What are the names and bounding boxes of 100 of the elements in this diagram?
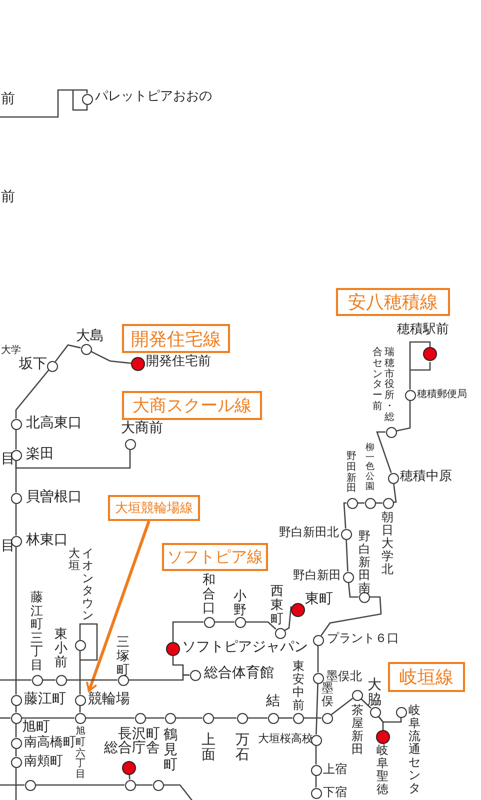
stop-name: 貝曽根口	[26, 490, 82, 506]
stop-name: 東町	[305, 592, 333, 608]
route-line	[128, 674, 190, 681]
route-line	[320, 596, 382, 636]
stop-circle	[370, 706, 380, 718]
stop-circle	[342, 572, 354, 582]
terminal-dot	[166, 642, 180, 656]
stop-circle	[310, 734, 322, 746]
route-line	[172, 621, 204, 642]
route-line	[316, 683, 318, 735]
stop-circle	[80, 344, 92, 354]
stop-circle	[10, 492, 22, 504]
stop-circle	[352, 690, 362, 700]
stop-name: 大垣桜高校	[258, 733, 313, 746]
stop-circle	[74, 712, 86, 724]
stop-circle	[396, 706, 406, 718]
route-line	[214, 717, 236, 719]
stop-name: 大商前	[121, 421, 163, 436]
stop-circle	[190, 670, 200, 680]
stop-name: 和合口	[202, 574, 216, 616]
route-line	[348, 582, 358, 598]
terminal-dot	[122, 761, 136, 775]
stop-circle	[268, 712, 278, 724]
stop-name: ソフトピアジャパン	[182, 640, 308, 656]
route-line	[15, 430, 17, 450]
route-line	[42, 679, 56, 681]
route-line	[15, 450, 131, 469]
stop-circle	[346, 498, 358, 508]
route-line	[79, 650, 81, 694]
stop-name: 目	[1, 539, 15, 554]
stop-circle	[164, 712, 176, 724]
stop-name: 旭町六丁目	[76, 727, 86, 781]
stop-circle	[56, 674, 66, 686]
route-line	[15, 768, 17, 800]
route-line	[22, 717, 74, 719]
stop-circle	[312, 634, 324, 646]
route-name-box: 安八穂積線	[336, 288, 450, 316]
stop-circle	[10, 712, 22, 724]
stop-circle	[388, 472, 398, 484]
stop-circle	[310, 788, 322, 798]
stop-circle	[364, 498, 376, 508]
stop-circle	[10, 694, 22, 706]
route-line	[214, 621, 234, 623]
stop-circle	[118, 674, 128, 686]
route-line	[0, 89, 88, 118]
stop-circle	[124, 780, 136, 790]
route-line	[0, 679, 32, 681]
stop-name: 競輪場	[88, 692, 130, 708]
route-line	[393, 483, 397, 503]
stop-name: 野田新田	[346, 452, 357, 496]
stop-name: 岐阜聖徳	[376, 744, 390, 796]
stop-name: 上宿	[323, 763, 347, 776]
terminal-dot	[376, 730, 390, 744]
stop-name: 穂積駅前	[397, 323, 449, 338]
route-line	[36, 784, 124, 786]
stop-name: 穂積郵便局	[417, 389, 467, 400]
stop-name: 藤江町	[24, 692, 66, 708]
route-line	[396, 400, 411, 432]
stop-circle	[340, 528, 352, 540]
stop-circle	[124, 438, 136, 450]
route-line	[248, 717, 268, 719]
stop-name: 鶴見町	[163, 728, 178, 774]
stop-name: プラント６口	[327, 632, 399, 646]
route-line	[315, 746, 317, 764]
stop-name: 開発住宅前	[146, 355, 211, 370]
stop-name: 旭町	[22, 720, 50, 735]
stop-circle	[10, 738, 22, 748]
stop-name: 北高東口	[26, 416, 82, 432]
stop-name: 東安中前	[292, 660, 306, 712]
route-line	[54, 344, 81, 362]
route-line	[15, 546, 17, 694]
stop-circle	[10, 418, 22, 430]
pointer-arrow	[86, 520, 150, 692]
stop-name: 野白新田北	[279, 526, 339, 540]
terminal-dot	[131, 357, 145, 371]
route-name-box: 大垣競輪場線	[108, 495, 200, 521]
stop-name: 結	[266, 694, 280, 710]
stop-name: 東小前	[54, 628, 68, 670]
route-line	[330, 698, 354, 716]
route-line	[90, 350, 132, 364]
terminal-dot	[423, 347, 437, 361]
stop-name: 楽田	[26, 447, 54, 462]
route-name-box: ソフトピア線	[162, 543, 268, 571]
stop-name: 朝日大学北	[381, 511, 394, 576]
route-line	[15, 504, 17, 536]
stop-name: 岐阜流通センタ	[408, 704, 422, 795]
stop-name: 総合体育館	[204, 666, 274, 682]
route-line	[317, 646, 319, 672]
stop-name: 万石	[235, 733, 250, 764]
route-line	[378, 716, 402, 723]
stop-circle	[382, 498, 394, 508]
stop-name: 穂積中原	[400, 470, 452, 484]
stop-name: 野白新田	[293, 569, 341, 582]
route-line	[343, 502, 346, 529]
route-line	[146, 717, 164, 719]
stop-circle	[46, 360, 58, 372]
stop-name: 上面	[201, 733, 216, 764]
stop-circle	[292, 712, 304, 724]
stop-circle	[202, 712, 214, 724]
route-line	[376, 431, 392, 474]
